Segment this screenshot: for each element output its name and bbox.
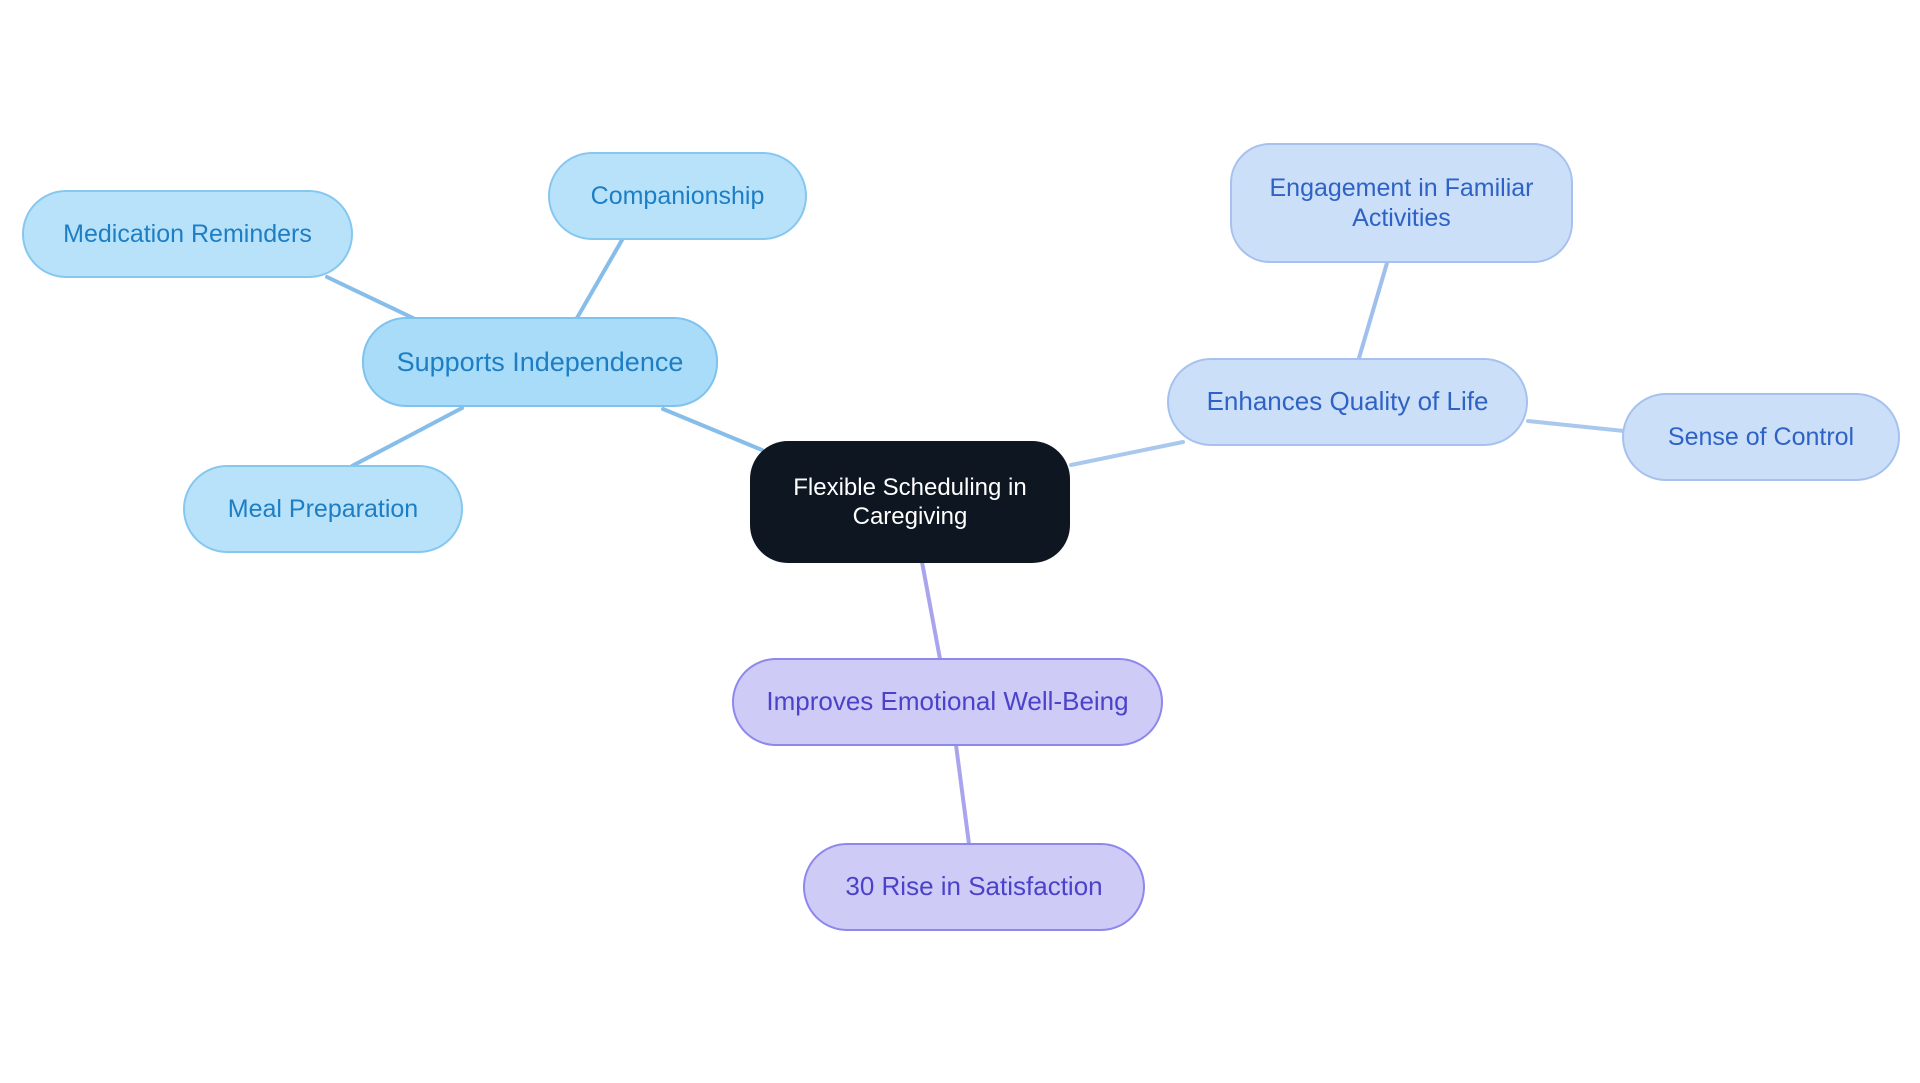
connector-emotional-wellbeing-center	[920, 560, 942, 661]
node-supports-independence[interactable]: Supports Independence	[362, 317, 718, 407]
node-improves-emotional-well-being[interactable]: Improves Emotional Well-Being	[732, 658, 1163, 746]
node-30-rise-in-satisfaction[interactable]: 30 Rise in Satisfaction	[803, 843, 1145, 931]
connector-companionship	[575, 238, 624, 320]
connector-rise-satisfaction	[954, 743, 971, 846]
node-enhances-quality-of-life[interactable]: Enhances Quality of Life	[1167, 358, 1528, 446]
node-companionship[interactable]: Companionship	[548, 152, 807, 240]
node-engagement-in-familiar-activities[interactable]: Engagement in Familiar Activities	[1230, 143, 1573, 263]
node-sense-of-control[interactable]: Sense of Control	[1622, 393, 1900, 481]
node-meal-preparation[interactable]: Meal Preparation	[183, 465, 463, 553]
connector-engagement-activities	[1357, 261, 1389, 360]
node-medication-reminders[interactable]: Medication Reminders	[22, 190, 353, 278]
connector-meal-preparation	[350, 406, 464, 468]
connector-supports-independence-center	[661, 407, 764, 452]
connector-enhances-qol-center	[1069, 440, 1185, 467]
node-central-topic[interactable]: Flexible Scheduling in Caregiving	[750, 441, 1070, 563]
connector-sense-of-control	[1526, 419, 1626, 433]
connector-medication-reminders	[325, 275, 417, 321]
